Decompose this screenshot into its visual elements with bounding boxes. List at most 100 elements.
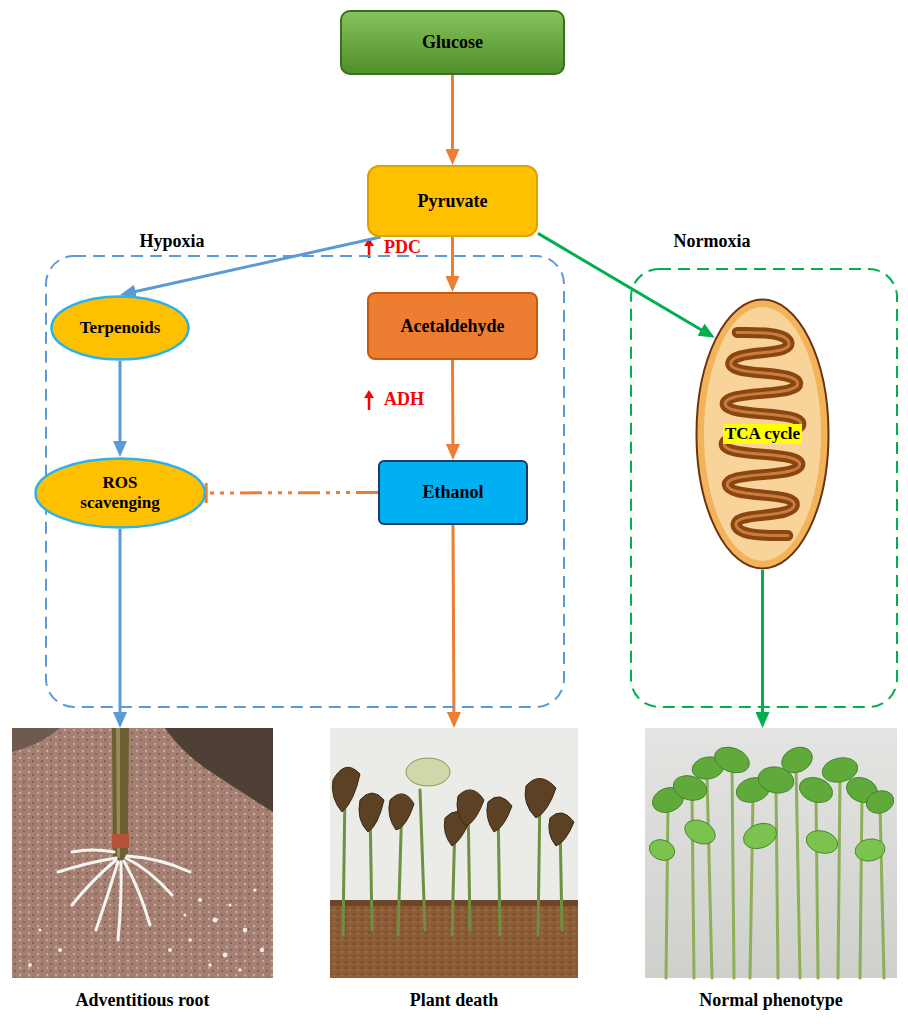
dead-plants-photo xyxy=(406,758,450,786)
photo-panel: Normal phenotype xyxy=(645,728,897,978)
node-label: Ethanol xyxy=(422,482,483,503)
root-photo xyxy=(118,862,121,940)
dead-plants-photo xyxy=(389,794,414,830)
root-photo xyxy=(243,928,247,932)
increase-arrow xyxy=(368,396,371,410)
healthy-plants-photo xyxy=(880,805,884,978)
node-caption: Normoxia xyxy=(674,231,751,252)
start-box: Glucose xyxy=(340,10,565,75)
root-photo xyxy=(184,914,187,917)
healthy-plants-photo xyxy=(649,742,897,816)
flow-arrow xyxy=(206,491,378,495)
root-photo xyxy=(127,856,190,872)
healthy-plants-photo xyxy=(681,815,719,848)
dead-plants-photo xyxy=(359,793,384,832)
dead-plants-photo xyxy=(525,778,556,818)
root-photo xyxy=(58,858,116,872)
dashed-region xyxy=(46,256,564,707)
root-photo xyxy=(223,953,228,958)
root-photo xyxy=(12,728,273,978)
node-label: Acetaldehyde xyxy=(401,316,505,337)
node-caption: Plant death xyxy=(410,990,499,1011)
root-photo xyxy=(228,903,231,906)
root-photo xyxy=(72,850,114,852)
healthy-plants-photo xyxy=(776,785,778,978)
healthy-plants-photo xyxy=(860,795,862,978)
root-photo xyxy=(260,948,264,952)
flow-arrow xyxy=(761,570,764,720)
root-photo xyxy=(238,968,242,972)
root-photo xyxy=(213,918,218,923)
enzyme-label: PDC xyxy=(384,238,421,258)
condition-region: TCA cycleNormoxia xyxy=(630,268,898,708)
node-label: TCA cycle xyxy=(723,424,802,444)
healthy-plants-photo xyxy=(777,742,816,777)
root-photo xyxy=(58,850,190,940)
ellipse-node: ROS scavenging xyxy=(34,457,206,529)
ellipse-outline xyxy=(52,297,189,360)
mitochondrion-node: TCA cycle xyxy=(695,298,830,570)
dead-plants-photo xyxy=(457,790,484,826)
flow-arrow xyxy=(451,237,454,284)
root-photo xyxy=(208,963,211,966)
flow-arrow xyxy=(451,75,454,157)
healthy-plants-photo xyxy=(666,765,884,978)
healthy-plants-photo xyxy=(646,815,886,864)
healthy-plants-photo xyxy=(796,765,800,978)
healthy-plants-photo xyxy=(863,787,896,817)
healthy-plants-photo xyxy=(853,837,886,864)
healthy-plants-photo xyxy=(646,836,677,864)
dead-plants-photo xyxy=(487,797,512,832)
healthy-plants-photo xyxy=(732,765,734,978)
process-box: Acetaldehyde xyxy=(367,292,538,360)
dead-plants-photo xyxy=(343,790,345,935)
photo-panel: Plant death xyxy=(330,728,578,978)
healthy-plants-photo xyxy=(666,805,668,978)
node-label: Pyruvate xyxy=(418,191,488,212)
ellipse-node: Terpenoids xyxy=(50,295,190,361)
root-photo xyxy=(198,898,202,902)
root-photo xyxy=(112,834,129,848)
healthy-plants-photo xyxy=(711,743,753,778)
root-photo xyxy=(168,948,172,952)
root-photo xyxy=(28,963,32,967)
root-photo xyxy=(72,860,116,905)
dead-plants-photo xyxy=(332,767,360,812)
node-caption: Adventitious root xyxy=(75,990,209,1011)
node-label: Glucose xyxy=(422,32,483,53)
mitochondrion-inner xyxy=(704,307,821,561)
healthy-plants-photo xyxy=(804,827,841,857)
enzyme-label: ADH xyxy=(384,390,424,410)
root-photo xyxy=(253,888,256,891)
healthy-plants-photo xyxy=(816,795,818,978)
condition-region: Terpenoids AcetaldehydeROS scavenging Etha… xyxy=(45,255,565,708)
root-photo xyxy=(165,728,273,812)
node-caption: Normal phenotype xyxy=(699,990,843,1011)
root-photo xyxy=(38,928,41,931)
ellipse-outline xyxy=(35,459,204,528)
photo-panel: Adventitious root xyxy=(12,728,273,978)
mitochondrion-outer xyxy=(697,300,829,569)
root-photo xyxy=(12,728,273,978)
flow-arrow xyxy=(119,361,122,449)
healthy-plants-photo xyxy=(645,728,897,978)
healthy-plants-photo xyxy=(838,775,840,978)
healthy-plants-photo xyxy=(645,728,897,978)
healthy-plants-photo xyxy=(750,795,753,978)
node-label: ROS scavenging xyxy=(70,473,170,512)
root-photo xyxy=(188,938,192,942)
flow-arrow xyxy=(452,525,456,720)
healthy-plants-photo xyxy=(740,819,780,853)
process-box: Pyruvate xyxy=(367,165,538,237)
dead-plants-photo xyxy=(332,767,574,846)
dashed-region xyxy=(631,269,897,707)
dead-plants-photo xyxy=(420,790,425,930)
root-photo xyxy=(58,948,62,952)
root-photo xyxy=(12,728,273,978)
dead-plants-photo xyxy=(330,728,578,978)
healthy-plants-photo xyxy=(707,775,712,978)
node-caption: Hypoxia xyxy=(139,231,204,252)
process-box: Ethanol xyxy=(378,460,528,525)
increase-arrow xyxy=(364,390,374,398)
